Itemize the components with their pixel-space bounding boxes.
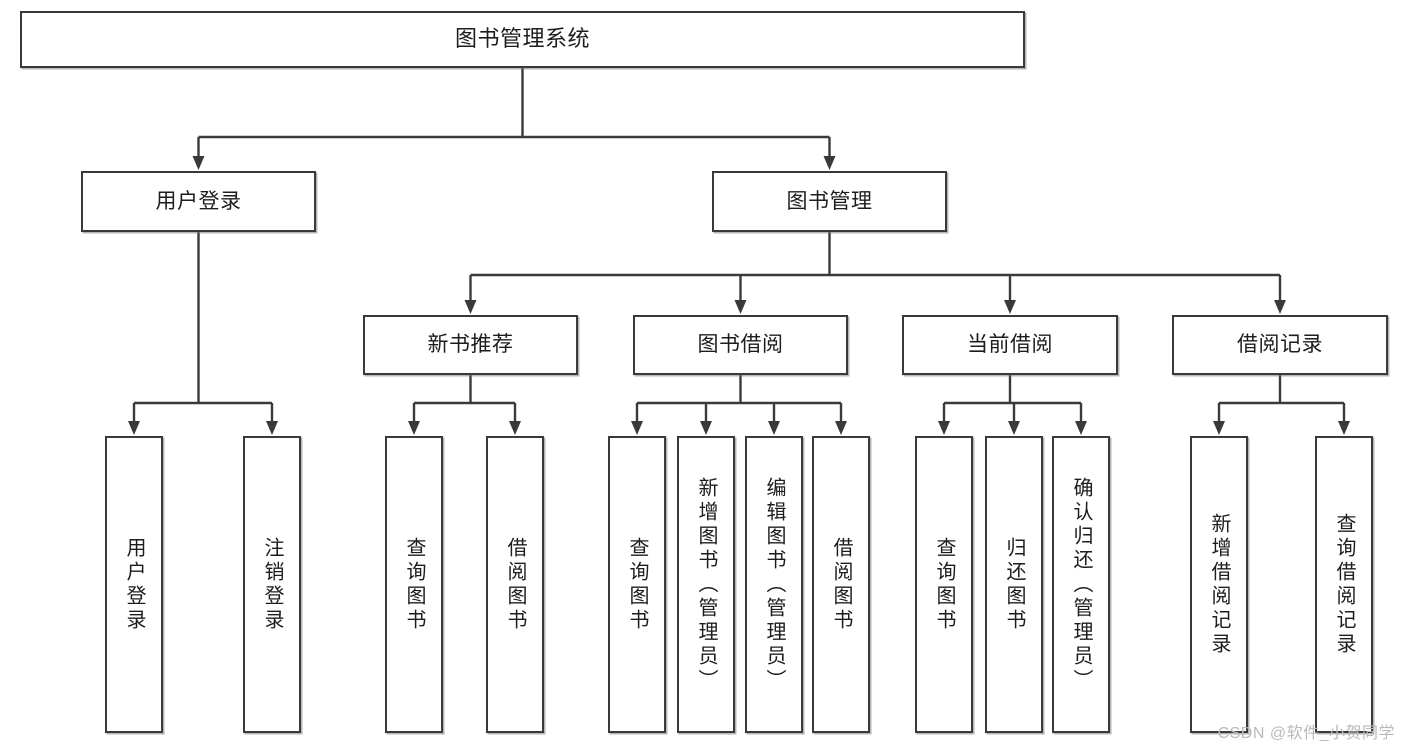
node-label-newbook: 新书推荐: [427, 333, 514, 357]
node-label-leaf-borrow2: 借阅图书: [830, 536, 852, 633]
node-label-leaf-queryrec: 查询借阅记录: [1333, 512, 1355, 657]
node-login[interactable]: 用户登录: [81, 171, 316, 232]
node-records[interactable]: 借阅记录: [1172, 315, 1388, 375]
node-label-bookmgmt: 图书管理: [786, 189, 873, 213]
node-leaf-queryrec[interactable]: 查询借阅记录: [1315, 436, 1373, 733]
node-label-leaf-add: 新增图书（管理员）: [695, 476, 717, 693]
connector-group-bookmgmt: [464, 232, 1286, 314]
connector-group-newbook: [408, 375, 521, 435]
arrowhead-leaf-query2: [631, 421, 643, 435]
node-leaf-borrow1[interactable]: 借阅图书: [486, 436, 544, 733]
arrowhead-borrow: [734, 300, 747, 314]
connector-group-current: [938, 375, 1087, 435]
node-leaf-edit[interactable]: 编辑图书（管理员）: [745, 436, 803, 733]
node-newbook[interactable]: 新书推荐: [363, 315, 578, 375]
arrowhead-leaf-confirm: [1075, 421, 1087, 435]
node-label-current: 当前借阅: [967, 333, 1053, 357]
node-leaf-query1[interactable]: 查询图书: [385, 436, 443, 733]
node-label-leaf-query2: 查询图书: [626, 536, 648, 633]
node-current[interactable]: 当前借阅: [902, 315, 1118, 375]
node-label-leaf-confirm: 确认归还（管理员）: [1070, 476, 1092, 693]
arrowhead-leaf-query3: [938, 421, 950, 435]
node-label-root: 图书管理系统: [454, 26, 590, 52]
node-label-leaf-borrow1: 借阅图书: [504, 536, 526, 633]
arrowhead-newbook: [464, 300, 477, 314]
arrowhead-leaf-return: [1008, 421, 1020, 435]
node-leaf-borrow2[interactable]: 借阅图书: [812, 436, 870, 733]
node-leaf-add[interactable]: 新增图书（管理员）: [677, 436, 735, 733]
arrowhead-leaf-edit: [768, 421, 780, 435]
arrowhead-leaf-borrow2: [835, 421, 847, 435]
arrowhead-bookmgmt: [823, 156, 836, 170]
node-leaf-return[interactable]: 归还图书: [985, 436, 1043, 733]
arrowhead-leaf-login: [128, 421, 140, 435]
node-label-leaf-edit: 编辑图书（管理员）: [763, 476, 785, 693]
connector-group-borrow: [631, 375, 847, 435]
connector-group-records: [1213, 375, 1350, 435]
node-leaf-confirm[interactable]: 确认归还（管理员）: [1052, 436, 1110, 733]
node-leaf-login[interactable]: 用户登录: [105, 436, 163, 733]
node-label-borrow: 图书借阅: [697, 333, 784, 357]
node-label-leaf-query3: 查询图书: [933, 536, 955, 633]
arrowhead-leaf-query1: [408, 421, 420, 435]
node-label-leaf-login: 用户登录: [123, 536, 145, 633]
node-label-leaf-return: 归还图书: [1003, 536, 1025, 633]
connector-group-login: [128, 232, 278, 435]
arrowhead-leaf-addrec: [1213, 421, 1225, 435]
node-leaf-addrec[interactable]: 新增借阅记录: [1190, 436, 1248, 733]
arrowhead-records: [1274, 300, 1286, 314]
node-label-records: 借阅记录: [1237, 333, 1323, 357]
arrowhead-current: [1004, 300, 1016, 314]
node-borrow[interactable]: 图书借阅: [633, 315, 848, 375]
arrowhead-leaf-add: [700, 421, 712, 435]
node-label-leaf-logout: 注销登录: [261, 536, 283, 633]
node-leaf-query2[interactable]: 查询图书: [608, 436, 666, 733]
connector-group-root: [192, 68, 836, 170]
node-label-login: 用户登录: [155, 189, 242, 213]
node-label-leaf-addrec: 新增借阅记录: [1208, 512, 1230, 657]
arrowhead-leaf-logout: [266, 421, 278, 435]
node-bookmgmt[interactable]: 图书管理: [712, 171, 947, 232]
watermark-label: CSDN @软件_小贺同学: [1217, 725, 1395, 742]
node-label-leaf-query1: 查询图书: [403, 536, 425, 633]
node-leaf-logout[interactable]: 注销登录: [243, 436, 301, 733]
arrowhead-login: [192, 156, 205, 170]
arrowhead-leaf-queryrec: [1338, 421, 1350, 435]
arrowhead-leaf-borrow1: [509, 421, 521, 435]
node-leaf-query3[interactable]: 查询图书: [915, 436, 973, 733]
node-root[interactable]: 图书管理系统: [20, 11, 1025, 68]
